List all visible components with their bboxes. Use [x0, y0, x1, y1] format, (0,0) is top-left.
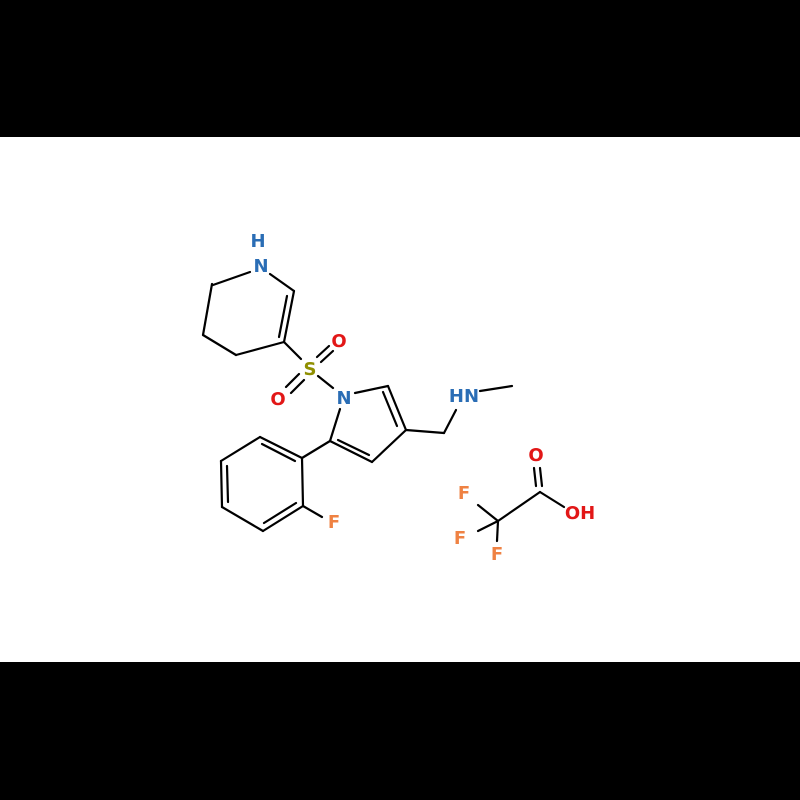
- bond-double: [532, 466, 538, 488]
- bond: [495, 519, 500, 543]
- bond: [300, 456, 305, 508]
- letterbox-top: [0, 0, 800, 137]
- tfa-fluorine-left-label: F: [454, 528, 466, 549]
- bond: [476, 503, 500, 523]
- bond-double: [538, 466, 544, 488]
- bond-double: [289, 378, 306, 395]
- bond: [328, 407, 342, 443]
- tfa-carbonyl-oxygen-label: O: [528, 445, 543, 466]
- bond: [328, 439, 374, 464]
- bond: [211, 270, 252, 287]
- bond-double-inner: [260, 442, 297, 463]
- bond: [386, 384, 408, 432]
- bond: [261, 504, 305, 533]
- bond: [219, 459, 224, 509]
- pyrrole-nitrogen-label: N: [336, 388, 351, 409]
- bond-double-inner: [381, 390, 399, 428]
- piperidine-nitrogen-label: N: [253, 256, 268, 277]
- bond: [220, 505, 265, 533]
- sulfur-label: S: [304, 359, 317, 380]
- nh-hydrogen-label: H: [250, 231, 265, 252]
- bond: [316, 374, 335, 390]
- bond: [301, 504, 324, 519]
- bond: [234, 340, 286, 357]
- methylamine-nitrogen-label: HN: [449, 386, 479, 407]
- bond-double-inner: [225, 464, 230, 504]
- tfa-hydroxyl-label: OH: [565, 503, 595, 524]
- letterbox-bottom: [0, 662, 800, 800]
- bond: [219, 435, 262, 463]
- tfa-fluorine-lower-label: F: [491, 544, 503, 565]
- bond-double: [315, 344, 331, 359]
- aryl-fluorine-label: F: [328, 512, 340, 533]
- bond: [370, 428, 408, 464]
- bond-double-inner: [277, 294, 289, 339]
- bond: [476, 519, 500, 533]
- bond: [268, 272, 296, 293]
- bond: [353, 384, 390, 395]
- sulfonyl-oxygen-upper-label: O: [331, 331, 346, 352]
- bond: [282, 289, 296, 344]
- bond-double: [284, 372, 301, 389]
- bond-double-inner: [336, 438, 371, 457]
- bond: [282, 340, 303, 361]
- sulfonyl-oxygen-lower-label: O: [270, 389, 285, 410]
- bond-double-inner: [262, 501, 298, 525]
- bond: [201, 282, 214, 337]
- bond: [300, 439, 332, 460]
- bond: [496, 490, 542, 523]
- bond: [201, 333, 238, 357]
- bond-double: [319, 349, 335, 364]
- bond: [258, 435, 304, 460]
- drawing-canvas: [0, 137, 800, 662]
- bond: [442, 408, 458, 435]
- bond: [538, 490, 566, 509]
- bonds: [201, 270, 566, 543]
- bond: [478, 384, 514, 393]
- atom-labels: H N S O O N HN F F F F O OH: [250, 231, 595, 565]
- bond: [404, 428, 446, 435]
- tfa-fluorine-upper-label: F: [458, 483, 470, 504]
